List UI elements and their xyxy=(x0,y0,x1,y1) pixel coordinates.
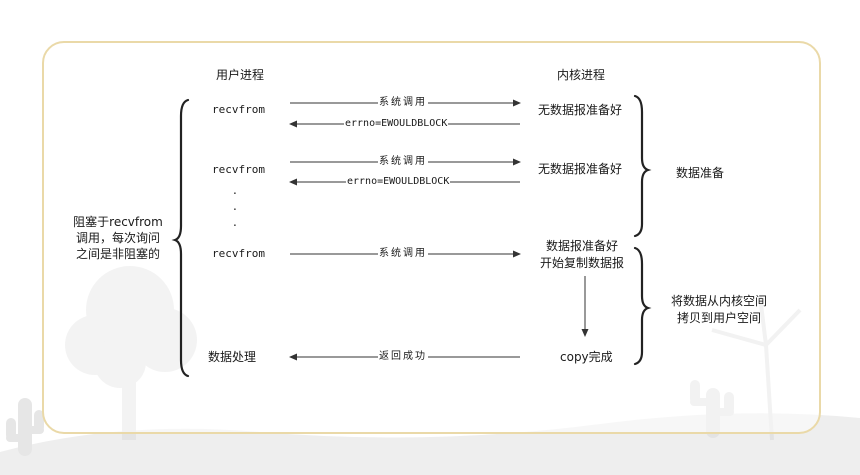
user-data-processing: 数据处理 xyxy=(208,350,257,364)
brace-data-prepare xyxy=(633,94,652,238)
kernel-ready-line-1: 数据报准备好 xyxy=(546,239,619,253)
kernel-ready-line-2: 开始复制数据报 xyxy=(540,256,625,270)
diagram-card xyxy=(42,41,821,434)
header-user-process: 用户进程 xyxy=(216,68,265,82)
left-note-line-1: 阻塞于recvfrom xyxy=(73,215,163,229)
ellipsis-dot-1: . xyxy=(233,183,237,197)
brace-copy-phase xyxy=(633,246,652,366)
label-errno-2: errno=EWOULDBLOCK xyxy=(346,176,451,188)
kernel-not-ready-1: 无数据报准备好 xyxy=(538,103,623,117)
ellipsis-dot-3: . xyxy=(233,215,237,229)
user-recvfrom-2: recvfrom xyxy=(212,163,265,176)
ellipsis-dot-2: . xyxy=(233,199,237,213)
phase-data-prepare: 数据准备 xyxy=(676,166,725,180)
left-note: 阻塞于recvfrom 调用，每次询问 之间是非阻塞的 xyxy=(60,214,176,262)
left-note-line-3: 之间是非阻塞的 xyxy=(75,247,160,261)
label-return-ok: 返回成功 xyxy=(378,351,428,363)
label-syscall-2: 系统调用 xyxy=(378,156,428,168)
user-recvfrom-1: recvfrom xyxy=(212,103,265,116)
label-syscall-3: 系统调用 xyxy=(378,248,428,260)
phase-copy: 将数据从内核空间 拷贝到用户空间 xyxy=(662,293,776,327)
user-recvfrom-3: recvfrom xyxy=(212,247,265,260)
label-syscall-1: 系统调用 xyxy=(378,97,428,109)
header-kernel-process: 内核进程 xyxy=(557,68,606,82)
kernel-copy-done: copy完成 xyxy=(560,350,613,364)
brace-left-blocking xyxy=(171,98,190,378)
kernel-not-ready-2: 无数据报准备好 xyxy=(538,162,623,176)
label-errno-1: errno=EWOULDBLOCK xyxy=(344,118,449,130)
left-note-line-2: 调用，每次询问 xyxy=(75,231,160,245)
phase-copy-line-1: 将数据从内核空间 xyxy=(670,294,767,308)
phase-copy-line-2: 拷贝到用户空间 xyxy=(676,311,761,325)
cactus-left-icon xyxy=(6,398,44,456)
